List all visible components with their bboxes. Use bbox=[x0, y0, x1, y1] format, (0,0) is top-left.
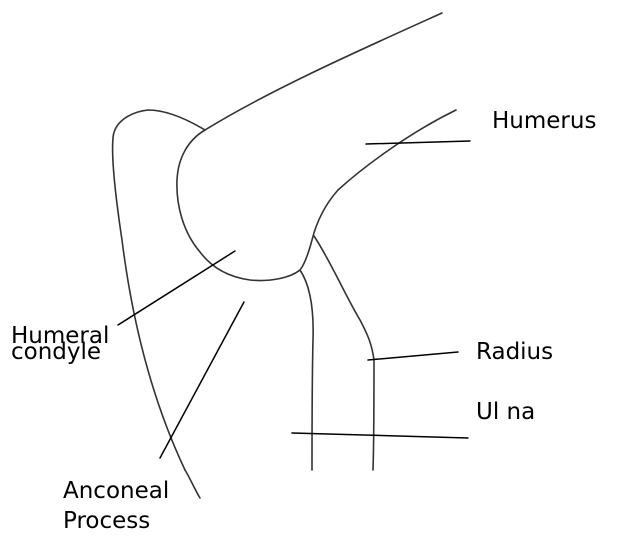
humerus-label: Humerus bbox=[492, 107, 596, 135]
anconeal-label-line1: Anconeal bbox=[63, 477, 169, 505]
ulna-label: Ul na bbox=[476, 398, 535, 426]
humeral-condyle-label-line2: condyle bbox=[11, 338, 101, 366]
anconeal-label-line2: Process bbox=[63, 507, 150, 535]
radius-label: Radius bbox=[476, 338, 553, 366]
